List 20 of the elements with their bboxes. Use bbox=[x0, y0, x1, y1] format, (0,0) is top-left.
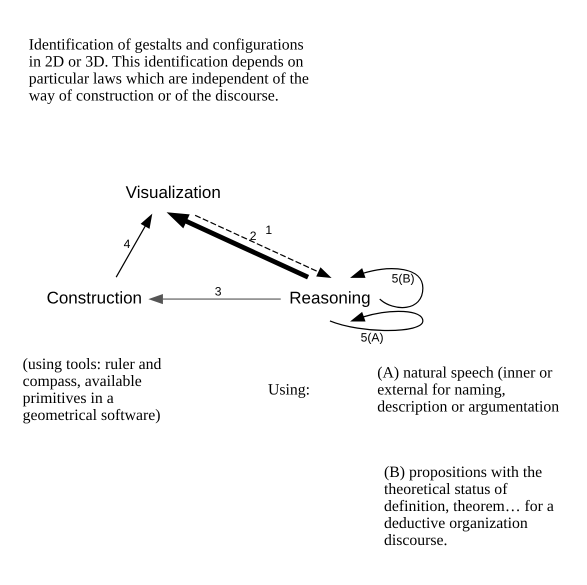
arrow bbox=[194, 214, 332, 278]
label: Using: bbox=[268, 380, 310, 398]
edge-label: 5(A) bbox=[360, 330, 384, 344]
arrow bbox=[350, 268, 424, 308]
label: (B) propositions with the theoretical status of definition, theorem… for a deductive organization discourse. bbox=[384, 463, 554, 548]
arrow bbox=[116, 213, 152, 278]
arrow bbox=[330, 310, 424, 331]
edge-label: 5(B) bbox=[392, 270, 415, 285]
edge-label: 4 bbox=[124, 236, 130, 250]
edge-label: 1 bbox=[265, 222, 272, 236]
edge-label: 3 bbox=[214, 284, 222, 298]
label: (A) natural speech (inner or external for naming, description or argumentation bbox=[377, 364, 560, 415]
label: (using tools: ruler and compass, available primitives in a geometrical software) bbox=[22, 355, 162, 424]
arrow bbox=[166, 212, 310, 279]
arrow bbox=[148, 293, 281, 304]
edge-label: 2 bbox=[250, 228, 257, 242]
node-text: Visualization bbox=[126, 182, 221, 202]
label: Identification of gestalts and configurations in 2D or 3D. This identification depends on particular laws which are independent of the way of construction or of the discourse. bbox=[28, 36, 309, 104]
node-text: Construction bbox=[46, 288, 142, 308]
node-text: Reasoning bbox=[289, 288, 371, 308]
